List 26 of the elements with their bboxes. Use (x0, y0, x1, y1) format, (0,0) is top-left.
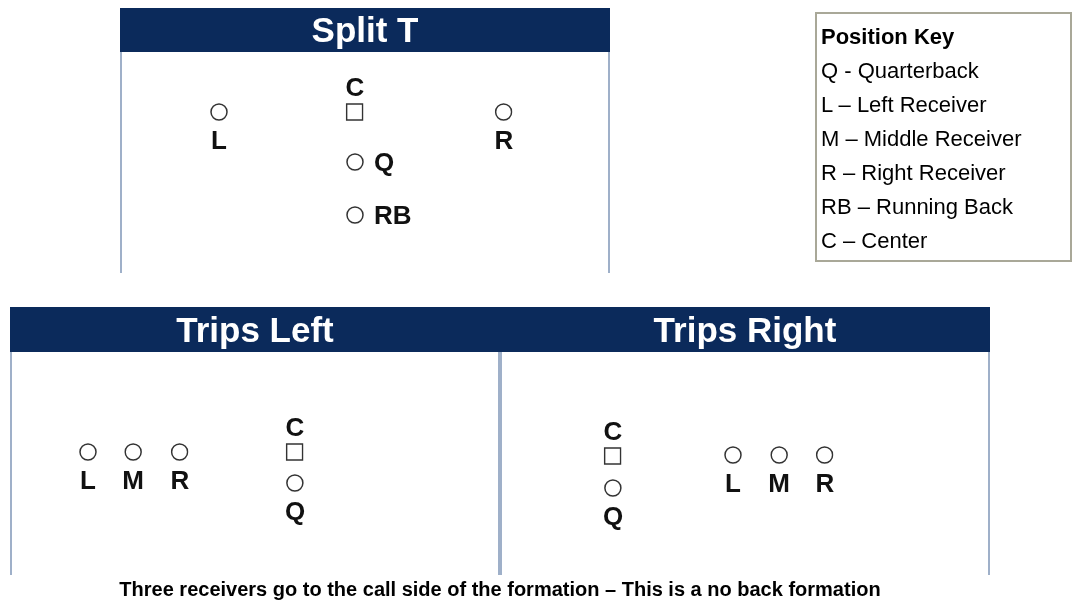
key-entry: RB – Running Back (821, 193, 1014, 221)
position-label: C (285, 414, 305, 440)
title-bar: Trips Left (10, 307, 500, 352)
position-label: R (170, 467, 190, 493)
position-label: C (603, 418, 623, 444)
key-entry: M – Middle Receiver (821, 125, 1023, 153)
title-bar: Split T (120, 8, 610, 52)
position-label: L (211, 127, 227, 153)
position-label: M (768, 470, 790, 496)
position-label: Q (602, 503, 624, 529)
position-label: C (345, 74, 365, 100)
position-label: Q (374, 149, 395, 175)
title-bar: Trips Right (500, 307, 990, 352)
position-label: R (494, 127, 514, 153)
position-label: R (815, 470, 835, 496)
position-label: M (122, 467, 144, 493)
key-entry: R – Right Receiver (821, 159, 1007, 187)
position-label: L (80, 467, 96, 493)
position-label: L (725, 470, 741, 496)
key-entry: C – Center (821, 227, 929, 255)
key-entry: Q - Quarterback (821, 57, 980, 85)
position-label: RB (374, 202, 412, 228)
caption: Three receivers go to the call side of the formation – This is a no back formation (118, 578, 882, 601)
position-label: Q (284, 498, 306, 524)
key-entry: L – Left Receiver (821, 91, 988, 119)
key-heading: Position Key (821, 23, 956, 51)
